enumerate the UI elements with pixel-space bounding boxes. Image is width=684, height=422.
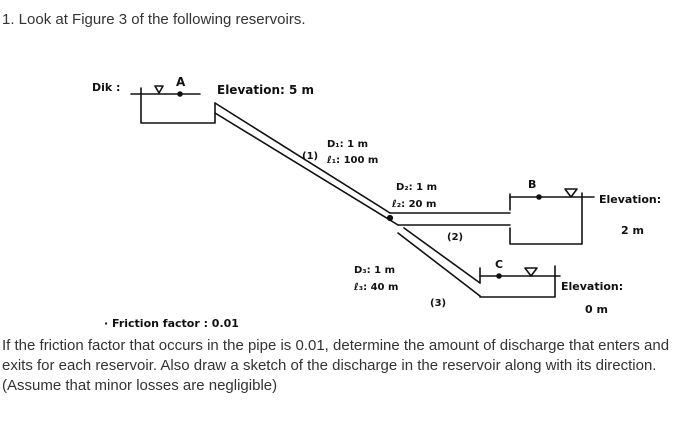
pipe-1	[214, 102, 399, 226]
dik-label: Dik :	[92, 81, 120, 94]
question-note: (Assume that minor losses are negligible…	[2, 377, 278, 394]
question-title: 1. Look at Figure 3 of the following res…	[2, 11, 306, 28]
pipe-2-length: ℓ₂: 20 m	[391, 199, 436, 210]
reservoir-a	[130, 87, 216, 124]
pipe-2-diameter: D₂: 1 m	[396, 182, 437, 193]
point-b-marker	[536, 194, 542, 200]
point-a-marker	[177, 91, 183, 97]
pipe-1-length: ℓ₁: 100 m	[326, 155, 378, 166]
water-level-a-icon	[154, 85, 164, 94]
pipe-1-diameter: D₁: 1 m	[327, 139, 368, 150]
reservoir-b-elevation-2: 2 m	[621, 224, 644, 237]
point-c-marker	[496, 273, 502, 279]
reservoir-b	[509, 192, 595, 245]
reservoir-figure: Dik : A Elevation: 5 m (1) D₁: 1 m ℓ₁: 1…	[0, 60, 684, 340]
pipe-3-length: ℓ₃: 40 m	[353, 282, 398, 293]
water-level-b-icon	[564, 188, 578, 198]
pipe-3-id: (3)	[430, 298, 446, 309]
pipe-2-id: (2)	[447, 232, 463, 243]
reservoir-a-label: A	[176, 75, 186, 89]
reservoir-c	[479, 265, 561, 298]
pipe-1-id: (1)	[302, 151, 318, 162]
pipe-3	[397, 227, 481, 297]
question-text: If the friction factor that occurs in th…	[2, 337, 670, 374]
pipe-2	[389, 212, 511, 226]
junction-point	[386, 214, 394, 222]
reservoir-a-elevation: Elevation: 5 m	[217, 83, 314, 97]
reservoir-c-elevation-2: 0 m	[585, 303, 608, 316]
question-body: If the friction factor that occurs in th…	[2, 336, 680, 396]
water-level-c-icon	[524, 267, 538, 277]
reservoir-b-label: B	[528, 178, 536, 191]
reservoir-c-label: C	[495, 258, 503, 271]
pipe-3-diameter: D₃: 1 m	[354, 265, 395, 276]
reservoir-b-elevation-1: Elevation:	[599, 193, 661, 206]
friction-factor-note: · Friction factor : 0.01	[104, 317, 239, 330]
reservoir-c-elevation-1: Elevation:	[561, 280, 623, 293]
